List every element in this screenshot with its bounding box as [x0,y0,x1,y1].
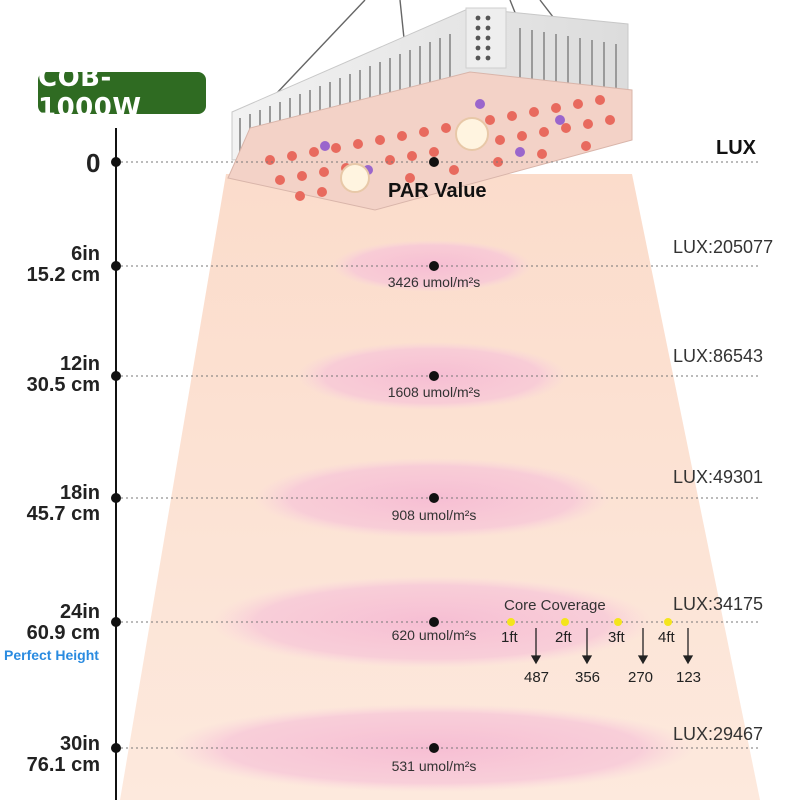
height-cm-18: 45.7 cm [26,503,100,525]
height-inches-12: 12in [59,353,100,375]
origin-label: 0 [86,148,101,178]
core-coverage-markers [507,618,694,665]
core-value-1ft: 487 [524,669,550,686]
height-inches-24: 24in [59,601,100,623]
lux-value-6: LUX:205077 [673,237,774,257]
cob-chip-2 [455,117,489,151]
lux-value-24: LUX:34175 [673,594,764,614]
core-value-4ft: 123 [676,669,702,686]
core-coverage-title: Core Coverage [504,597,606,614]
core-value-3ft: 270 [628,669,654,686]
par-header: PAR Value [388,180,487,202]
ppfd-value-12: 1608 umol/m²s [387,384,481,400]
height-cm-6: 15.2 cm [26,264,100,286]
perfect-height-label: Perfect Height [4,647,99,663]
cob-chip-1 [340,163,370,193]
height-inches-18: 18in [59,482,100,504]
core-dot-2ft [561,618,569,626]
lux-header: LUX [716,137,756,159]
height-cm-12: 30.5 cm [26,374,100,396]
axis-dots [111,157,121,753]
ppfd-value-24: 620 umol/m²s [391,627,477,643]
grow-light-fixture [227,7,633,211]
height-cm-24: 60.9 cm [26,622,100,644]
core-label-4ft: 4ft [658,629,675,646]
lux-value-12: LUX:86543 [673,346,764,366]
core-dot-4ft [664,618,672,626]
lux-value-30: LUX:29467 [673,724,764,744]
ppfd-value-18: 908 umol/m²s [391,507,477,523]
core-value-2ft: 356 [575,669,601,686]
core-dot-1ft [507,618,515,626]
ppfd-value-30: 531 umol/m²s [391,758,477,774]
height-inches-6: 6in [71,243,100,265]
ppfd-value-6: 3426 umol/m²s [387,274,481,290]
height-cm-30: 76.1 cm [26,754,100,776]
core-label-1ft: 1ft [501,629,518,646]
core-dot-3ft [614,618,622,626]
height-inches-30: 30in [59,733,100,755]
core-label-2ft: 2ft [555,629,572,646]
core-label-3ft: 3ft [608,629,625,646]
model-badge: COB-1000W [38,63,206,123]
lux-value-18: LUX:49301 [673,467,764,487]
center-dots [429,157,439,753]
